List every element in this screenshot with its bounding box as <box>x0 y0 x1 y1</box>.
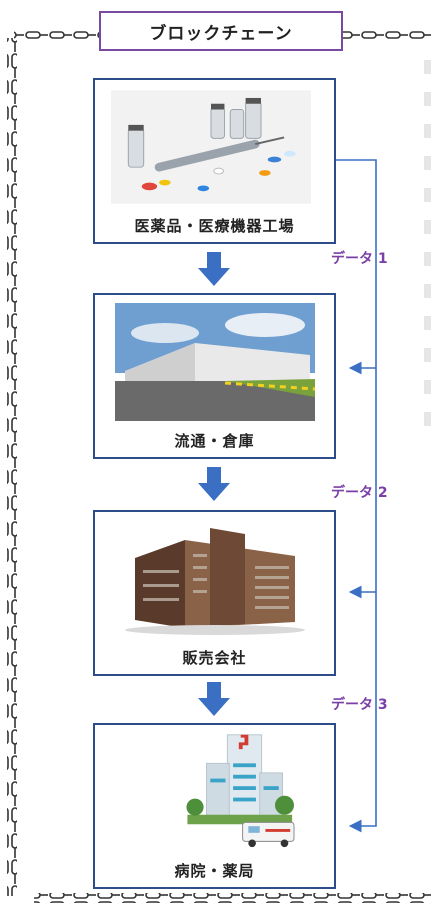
title-box: ブロックチェーン <box>99 11 343 51</box>
data-label-1: データ 1 <box>331 251 388 267</box>
data-label-2: データ 2 <box>331 485 388 501</box>
medicine-syringe-illustration <box>111 90 311 204</box>
stage-logistics-label: 流通・倉庫 <box>174 432 255 450</box>
stage-factory: 医薬品・医療機器工場 <box>93 78 336 244</box>
title-text: ブロックチェーン <box>149 23 293 44</box>
hospital-ambulance-illustration <box>186 734 295 848</box>
stage-hospital: 病院・薬局 <box>93 723 336 889</box>
stage-logistics: 流通・倉庫 <box>93 293 336 459</box>
stage-sales: 販売会社 <box>93 510 336 676</box>
stage-sales-label: 販売会社 <box>182 649 247 667</box>
office-building-illustration <box>125 528 305 635</box>
data-label-3: データ 3 <box>331 697 388 713</box>
warehouse-illustration <box>115 303 315 421</box>
stage-factory-label: 医薬品・医療機器工場 <box>134 217 295 235</box>
stage-hospital-label: 病院・薬局 <box>174 862 255 880</box>
